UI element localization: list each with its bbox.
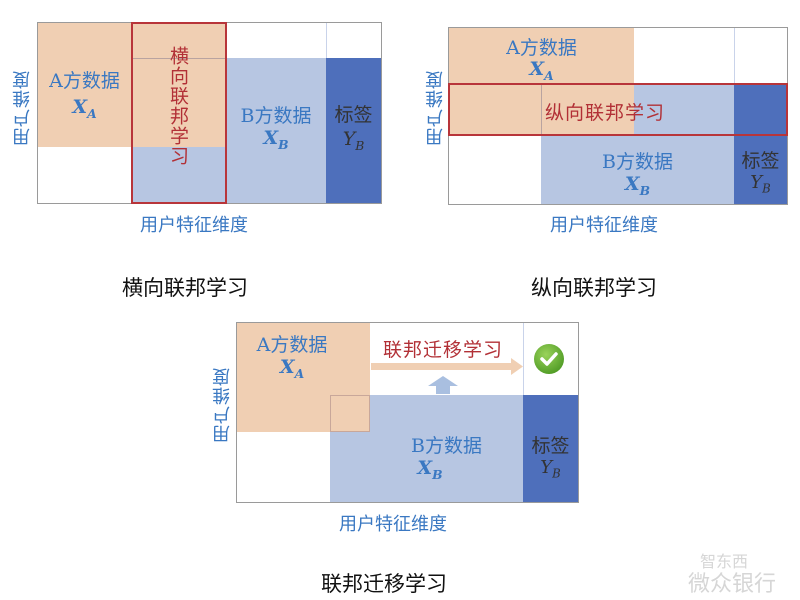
party-b-label: B方数据 — [411, 435, 482, 457]
caption: 纵向联邦学习 — [531, 276, 657, 300]
highlight-label: 联邦迁移学习 — [383, 339, 504, 361]
party-b-symbol: XB — [417, 457, 443, 482]
highlight-label: 纵向联邦学习 — [545, 102, 666, 124]
party-a-symbol: XA — [279, 356, 305, 381]
overlap-line — [541, 84, 542, 135]
label-text: 标签 — [531, 435, 570, 457]
party-a-label: A方数据 — [256, 334, 328, 356]
party-a-symbol: XA — [529, 58, 554, 83]
watermark-line1: 智东西 — [700, 552, 749, 571]
up-arrow-icon — [428, 376, 458, 394]
label-region — [734, 84, 787, 204]
x-axis-label: 用户特征维度 — [339, 514, 447, 535]
party-a-label: A方数据 — [49, 70, 120, 92]
overlap-line — [131, 58, 226, 59]
highlight-box — [448, 83, 788, 136]
party-b-label: B方数据 — [240, 105, 312, 127]
highlight-box — [131, 22, 227, 204]
caption: 联邦迁移学习 — [321, 572, 447, 596]
y-axis-label: 用户维度 — [212, 367, 233, 443]
grid-line — [326, 23, 327, 58]
highlight-label: 横向联邦学习 — [167, 46, 189, 166]
label-text: 标签 — [334, 104, 373, 126]
grid-line — [734, 28, 735, 84]
y-axis-label: 用户维度 — [425, 70, 446, 146]
party-b-region-right — [226, 58, 326, 203]
label-text: 标签 — [741, 150, 780, 172]
party-b-region-left — [541, 135, 634, 204]
y-axis-label: 用户维度 — [12, 70, 33, 146]
party-b-symbol: XB — [624, 173, 651, 198]
label-region — [326, 58, 381, 203]
label-region — [523, 395, 578, 502]
x-axis-label: 用户特征维度 — [140, 215, 248, 236]
party-a-label: A方数据 — [506, 37, 577, 59]
party-a-region — [237, 323, 370, 432]
check-circle-icon — [534, 344, 564, 374]
party-b-symbol: XB — [263, 127, 289, 152]
x-axis-label: 用户特征维度 — [550, 215, 658, 236]
caption: 横向联邦学习 — [122, 276, 248, 300]
party-b-region — [634, 84, 734, 204]
overlap-box — [330, 395, 370, 432]
party-a-symbol: XA — [72, 96, 97, 121]
label-symbol: YB — [342, 128, 365, 153]
watermark-line2: 微众银行 — [688, 572, 777, 597]
party-b-label: B方数据 — [602, 151, 673, 173]
label-symbol: YB — [750, 172, 771, 196]
grid-line — [523, 323, 524, 395]
label-symbol: YB — [540, 457, 561, 481]
transfer-arrow-icon — [371, 358, 523, 375]
